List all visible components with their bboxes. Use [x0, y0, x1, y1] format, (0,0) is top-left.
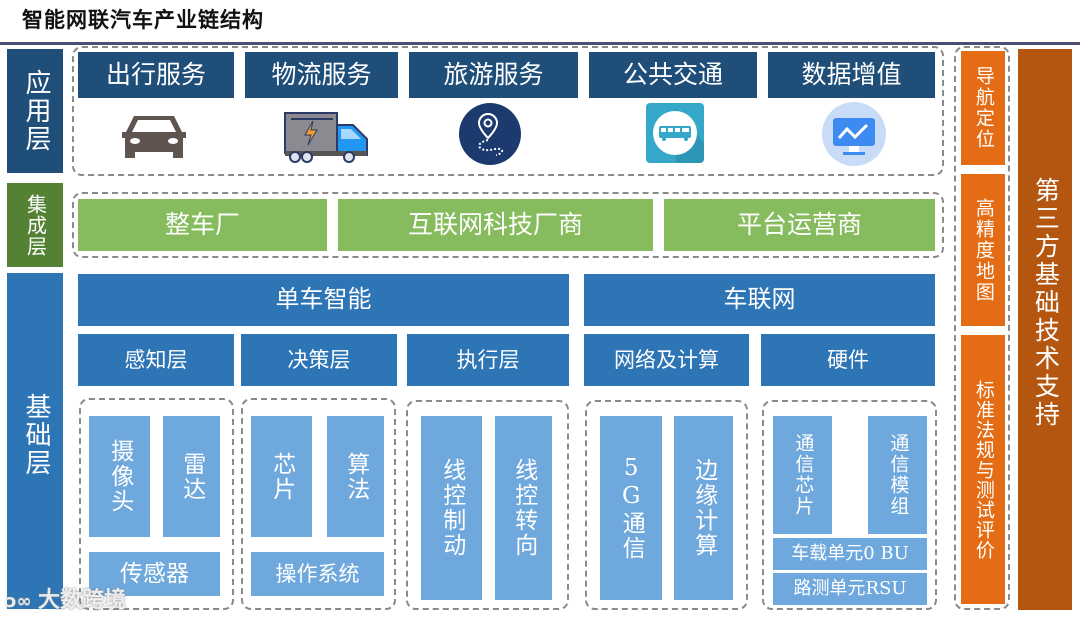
- leaf-camera: 摄像头: [89, 416, 150, 537]
- leaf-operating-system: 操作系统: [251, 552, 384, 596]
- support-navigation: 导航定位: [961, 51, 1005, 165]
- support-standards-testing: 标准法规与测试评价: [961, 335, 1005, 604]
- app-item-public-transit: 公共交通: [589, 52, 757, 98]
- leaf-algorithm: 算法: [327, 416, 384, 537]
- app-item-travel: 出行服务: [78, 52, 234, 98]
- layer-label-integration: 集成层: [7, 183, 63, 267]
- app-item-data-value: 数据增值: [768, 52, 935, 98]
- iov-header: 车联网: [584, 274, 935, 326]
- leaf-chip: 芯片: [251, 416, 312, 537]
- layer-label-foundation-panel: 基础层: [7, 273, 63, 609]
- app-item-logistics: 物流服务: [245, 52, 398, 98]
- third-party-group: [954, 46, 1010, 610]
- watermark-text: 大数跨境: [37, 588, 126, 613]
- perception-layer-header: 感知层: [78, 334, 234, 386]
- layer-label-application: 应用层: [7, 49, 63, 173]
- layer-label-foundation: 基础层: [20, 393, 51, 477]
- leaf-rsu: 路测单元RSU: [773, 573, 927, 605]
- leaf-sensor: 传感器: [89, 552, 220, 596]
- title-divider: [0, 42, 1080, 45]
- integration-group: [72, 192, 944, 258]
- application-group: [72, 46, 944, 176]
- page-title: 智能网联汽车产业链结构: [22, 8, 264, 32]
- leaf-comm-module: 通信模组: [868, 416, 927, 534]
- monitor-chart-icon: [822, 102, 886, 166]
- app-item-tourism: 旅游服务: [409, 52, 578, 98]
- vehicle-intelligence-header: 单车智能: [78, 274, 569, 326]
- hardware-group: [762, 400, 937, 610]
- leaf-radar: 雷达: [163, 416, 220, 537]
- watermark: ↄ∞ 大数跨境: [6, 582, 126, 614]
- bus-icon: [646, 103, 704, 163]
- truck-icon: [284, 112, 368, 163]
- watermark-logo-icon: ↄ∞: [6, 591, 38, 612]
- leaf-5g: 5G通信: [600, 416, 662, 600]
- network-computing-group: [585, 400, 748, 610]
- map-pin-route-icon: [459, 103, 521, 165]
- perception-group: [79, 398, 234, 610]
- leaf-obu: 车载单元0 BU: [773, 538, 927, 570]
- support-hd-map: 高精度地图: [961, 174, 1005, 326]
- integration-item-platform-operator: 平台运营商: [664, 199, 935, 251]
- leaf-comm-chip: 通信芯片: [773, 416, 832, 534]
- third-party-support-label: 第三方基础技术支持: [1031, 177, 1061, 429]
- execution-layer-header: 执行层: [407, 334, 569, 386]
- leaf-steer-by-wire: 线控转向: [495, 416, 552, 600]
- car-icon: [122, 116, 186, 158]
- decision-group: [241, 398, 396, 610]
- execution-group: [406, 400, 569, 610]
- leaf-brake-by-wire: 线控制动: [421, 416, 482, 600]
- decision-layer-header: 决策层: [241, 334, 397, 386]
- integration-item-internet-tech: 互联网科技厂商: [338, 199, 653, 251]
- integration-item-oem: 整车厂: [78, 199, 327, 251]
- third-party-support-panel: 第三方基础技术支持: [1018, 49, 1072, 610]
- leaf-edge-computing: 边缘计算: [674, 416, 733, 600]
- hardware-header: 硬件: [761, 334, 935, 386]
- network-computing-header: 网络及计算: [584, 334, 749, 386]
